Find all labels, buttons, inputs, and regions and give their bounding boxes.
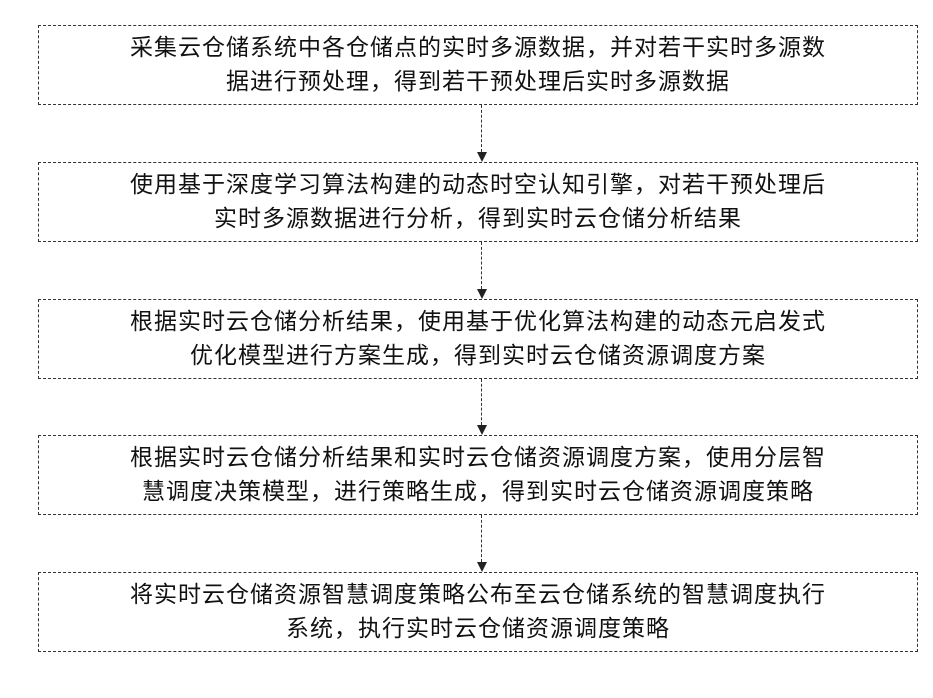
flow-arrow-3 — [477, 379, 487, 435]
flow-arrow-1 — [477, 105, 487, 162]
flow-step-2-text: 使用基于深度学习算法构建的动态时空认知引擎，对若干预处理后 实时多源数据进行分析… — [106, 168, 850, 236]
flow-step-4: 根据实时云仓储分析结果和实时云仓储资源调度方案，使用分层智 慧调度决策模型，进行… — [38, 435, 918, 515]
flow-step-2: 使用基于深度学习算法构建的动态时空认知引擎，对若干预处理后 实时多源数据进行分析… — [38, 162, 918, 242]
flow-step-5: 将实时云仓储资源智慧调度策略公布至云仓储系统的智慧调度执行 系统，执行实时云仓储… — [38, 572, 918, 652]
flow-arrow-4 — [477, 515, 487, 572]
flow-arrow-2 — [477, 242, 487, 299]
flow-step-4-text: 根据实时云仓储分析结果和实时云仓储资源调度方案，使用分层智 慧调度决策模型，进行… — [106, 441, 850, 509]
flow-step-1-text: 采集云仓储系统中各仓储点的实时多源数据，并对若干实时多源数 据进行预处理，得到若… — [106, 31, 850, 99]
flow-step-3-text: 根据实时云仓储分析结果，使用基于优化算法构建的动态元启发式 优化模型进行方案生成… — [106, 305, 850, 373]
flow-step-3: 根据实时云仓储分析结果，使用基于优化算法构建的动态元启发式 优化模型进行方案生成… — [38, 299, 918, 379]
flow-step-1: 采集云仓储系统中各仓储点的实时多源数据，并对若干实时多源数 据进行预处理，得到若… — [38, 25, 918, 105]
flow-step-5-text: 将实时云仓储资源智慧调度策略公布至云仓储系统的智慧调度执行 系统，执行实时云仓储… — [106, 578, 850, 646]
